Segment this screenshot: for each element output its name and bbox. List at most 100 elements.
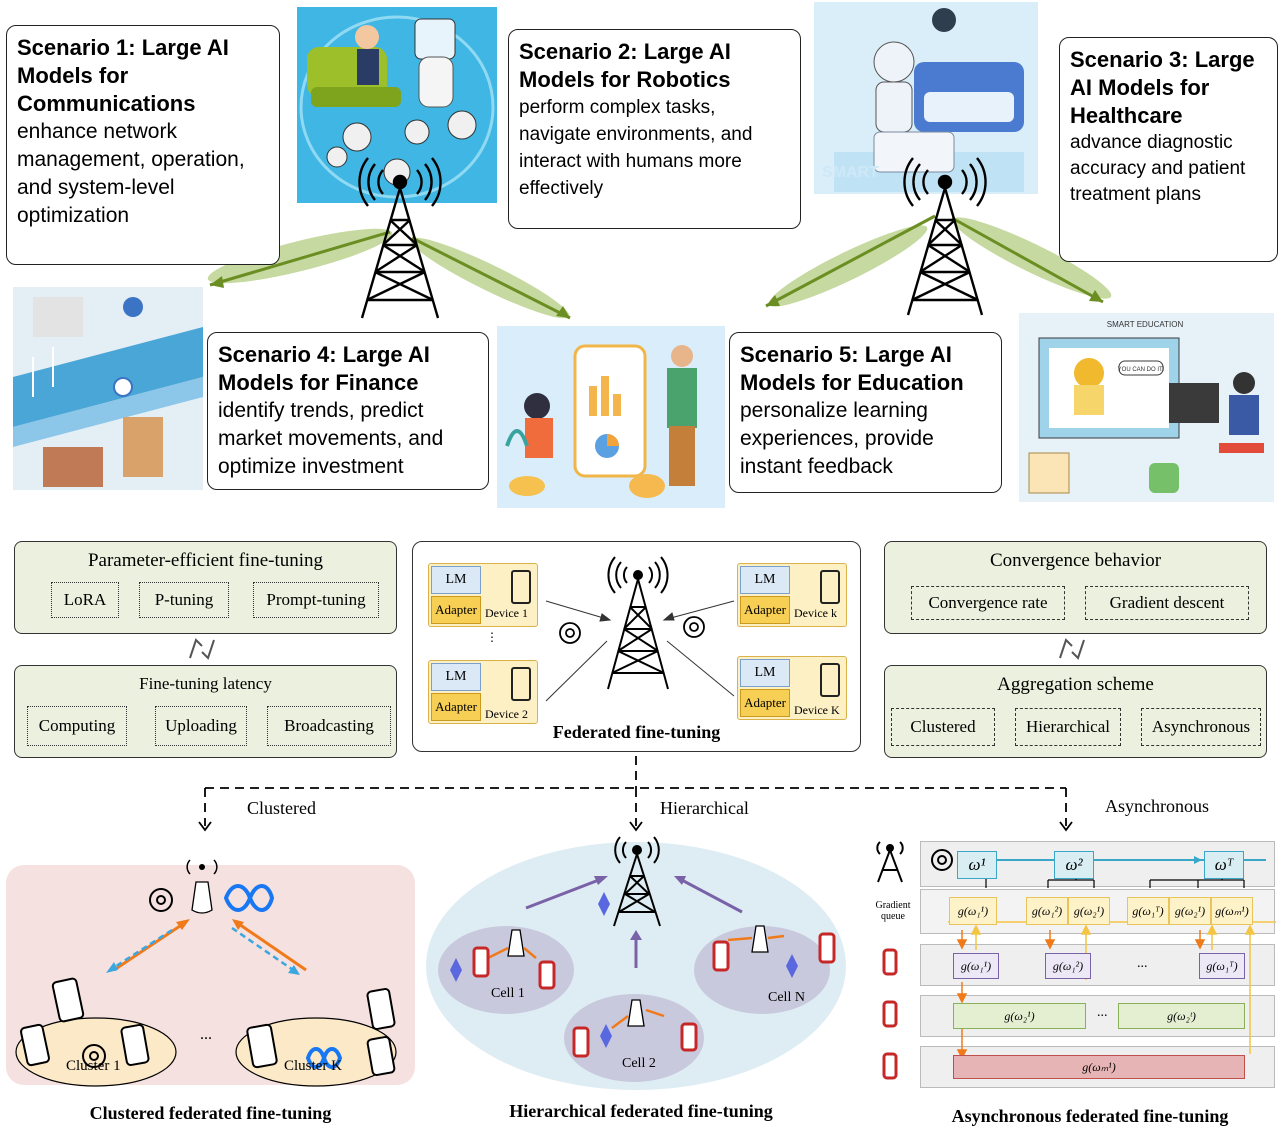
device-ellipsis: ⋮	[486, 630, 498, 644]
cell-phones	[472, 932, 836, 1058]
aggregation-title: Aggregation scheme	[997, 674, 1154, 695]
ambulance-text: SMART	[822, 164, 879, 181]
clustered-diagram	[15, 859, 397, 1087]
cell-2-ellipse	[564, 994, 704, 1082]
chatgpt-icon-cluster	[82, 1044, 106, 1068]
adapter-block: Adapter	[740, 689, 790, 717]
education-illustration: SMART EDUCATION YOU CAN DO IT!	[1019, 313, 1274, 502]
scenario-2-desc: perform complex tasks, navigate environm…	[519, 97, 753, 199]
healthcare-art: SMART	[822, 8, 1024, 192]
phone-icon	[820, 570, 840, 604]
uploading-chip: Uploading	[155, 706, 247, 746]
cluster-1-label: Cluster 1	[66, 1058, 121, 1074]
chatgpt-icon	[149, 888, 173, 912]
smart-education-label: SMART EDUCATION	[1107, 320, 1184, 329]
tower-right	[903, 157, 987, 316]
cell-N-label: Cell N	[768, 990, 805, 1005]
device-2-label: Device 2	[485, 707, 528, 721]
cluster-1-phones	[20, 977, 150, 1067]
cell-N-to-tower-arrow	[677, 876, 743, 914]
async-phones	[882, 948, 898, 1080]
download-arrow-K	[231, 926, 297, 974]
finance-illustration	[497, 326, 725, 508]
row2-dots: ...	[1097, 1005, 1108, 1020]
lm-block: LM	[431, 663, 481, 691]
computing-chip: Computing	[27, 706, 127, 746]
row1-g1: g(ω₁¹)	[953, 953, 999, 979]
row2-g1: g(ω₂¹)	[953, 1003, 1086, 1029]
model-w2: ω²	[1054, 851, 1094, 879]
broadcasting-chip: Broadcasting	[267, 706, 391, 746]
city-art	[13, 297, 203, 487]
cluster-dots: ...	[200, 1026, 212, 1043]
scenario-3-box: Scenario 3: Large AI Models for Healthca…	[1059, 37, 1278, 262]
cell-1-label: Cell 1	[491, 986, 525, 1001]
hierarchical-chip: Hierarchical	[1015, 708, 1121, 746]
upload-arrow-K	[235, 920, 307, 972]
hierarchical-caption: Hierarchical federated fine-tuning	[509, 1101, 773, 1121]
row1-gT: g(ω₁ᵀ)	[1199, 953, 1245, 979]
branch-lines	[198, 756, 1073, 832]
branch-hierarchical: Hierarchical	[660, 798, 749, 818]
peft-panel: Parameter-efficient fine-tuning LoRA P-t…	[14, 541, 397, 634]
federated-caption: Federated fine-tuning	[552, 722, 721, 742]
beam-arrow-left-2	[411, 236, 571, 320]
beam-arrow-right-1	[765, 214, 936, 308]
you-can-do-it-text: YOU CAN DO IT!	[1118, 367, 1165, 373]
branch-asynchronous: Asynchronous	[1105, 796, 1209, 816]
device-K-label: Device K	[794, 703, 840, 717]
cell-1-ellipse	[438, 926, 574, 1014]
router-icon	[191, 881, 213, 914]
row1-dots: ...	[1137, 956, 1148, 971]
scenario-3-desc: advance diagnostic accuracy and patient …	[1070, 132, 1246, 205]
federated-links	[545, 600, 735, 702]
beam-right-2	[952, 217, 1112, 299]
communications-city-illustration	[13, 287, 203, 490]
beam-arrow-left-1	[209, 230, 391, 287]
p-tuning-chip: P-tuning	[139, 582, 229, 618]
upload-arrow-1	[113, 920, 187, 972]
meta-icon	[223, 884, 275, 912]
hierarchical-diagram	[438, 836, 836, 1082]
scenario-2-title: Scenario 2: Large AI Models for Robotics	[519, 39, 731, 92]
hierarchical-tower	[613, 836, 661, 927]
lm-block: LM	[740, 566, 790, 594]
refresh-icon-right	[1059, 638, 1085, 660]
row2-g2: g(ω₂ᵗ)	[1118, 1003, 1245, 1029]
model-w1: ω¹	[957, 851, 997, 879]
beam-right-1	[768, 225, 928, 307]
refresh-icon-left	[189, 638, 215, 660]
queue-cell-5: g(ω₂¹)	[1169, 897, 1211, 925]
device-card-K: LM Adapter Device K	[737, 656, 847, 720]
queue-cell-4: g(ω₁ᵀ)	[1127, 897, 1169, 925]
federated-tower	[607, 556, 669, 690]
device-1-label: Device 1	[485, 606, 528, 620]
cluster-K-ellipse	[235, 1017, 397, 1087]
healthcare-illustration: SMART	[814, 2, 1038, 194]
phone-icon	[511, 667, 531, 701]
phone-icon	[820, 663, 840, 697]
row1-g2: g(ω₁²)	[1045, 953, 1091, 979]
device-k-label: Device k	[794, 606, 837, 620]
latency-title: Fine-tuning latency	[139, 674, 272, 693]
scenario-3-title: Scenario 3: Large AI Models for Healthca…	[1070, 47, 1255, 128]
tower-left	[358, 157, 442, 319]
asynchronous-caption: Asynchronous federated fine-tuning	[951, 1106, 1229, 1126]
finance-art	[505, 344, 697, 498]
latency-panel: Fine-tuning latency Computing Uploading …	[14, 665, 397, 758]
device-card-2: LM Adapter Device 2	[428, 660, 538, 724]
chatgpt-icon-center-left	[559, 622, 581, 644]
device-card-1: LM Adapter Device 1	[428, 563, 538, 627]
device-card-k: LM Adapter Device k	[737, 563, 847, 627]
model-icon-cell-1	[450, 958, 462, 982]
cell-routers	[507, 925, 769, 1027]
scenario-2-box: Scenario 2: Large AI Models for Robotics…	[508, 29, 801, 229]
clustered-caption: Clustered federated fine-tuning	[89, 1103, 332, 1123]
model-icon-top	[598, 892, 610, 916]
scenario-5-desc: personalize learning experiences, provid…	[740, 399, 934, 478]
scenario-4-box: Scenario 4: Large AI Models for Finance …	[207, 332, 489, 490]
phone-icon	[511, 570, 531, 604]
scenario-5-title: Scenario 5: Large AI Models for Educatio…	[740, 342, 964, 395]
prompt-tuning-chip: Prompt-tuning	[253, 582, 379, 618]
